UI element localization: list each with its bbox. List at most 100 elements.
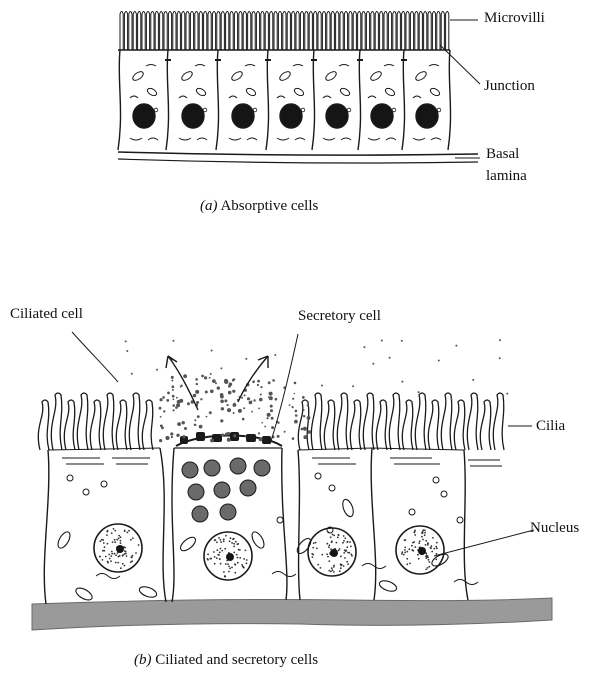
secretion-particle bbox=[220, 419, 223, 422]
er bbox=[323, 138, 351, 140]
secretion-particle bbox=[194, 424, 196, 426]
nucleolus bbox=[330, 549, 338, 557]
mitochondrion bbox=[131, 70, 145, 82]
mitochondrion bbox=[295, 536, 313, 556]
microvillus bbox=[265, 12, 268, 51]
mucus-particle bbox=[321, 385, 323, 387]
secretion-particle bbox=[200, 398, 202, 400]
secretion-particle bbox=[161, 427, 164, 430]
microvillus bbox=[270, 12, 273, 51]
secretion-particle bbox=[232, 379, 235, 382]
secretion-particle bbox=[179, 399, 183, 403]
absorptive-nucleus bbox=[371, 104, 393, 128]
chromatin bbox=[214, 556, 216, 558]
absorptive-nucleus bbox=[182, 104, 204, 128]
chromatin bbox=[218, 554, 220, 556]
microvilli-brush-border bbox=[118, 12, 450, 51]
chromatin bbox=[122, 555, 124, 557]
secretion-particle bbox=[272, 379, 275, 382]
caption-b: (b) Ciliated and secretory cells bbox=[134, 652, 318, 669]
label-cilia: Cilia bbox=[536, 418, 565, 435]
absorptive-nucleus bbox=[326, 104, 348, 128]
chromatin bbox=[111, 553, 113, 555]
secretion-particle bbox=[264, 426, 266, 428]
cilium bbox=[311, 393, 322, 450]
chromatin bbox=[108, 554, 110, 556]
secretion-particle bbox=[294, 382, 297, 385]
secretion-particle bbox=[243, 407, 245, 409]
chromatin bbox=[119, 555, 121, 557]
secretion-particle bbox=[221, 434, 224, 437]
chromatin bbox=[436, 553, 438, 555]
secretion-particle bbox=[171, 376, 174, 379]
chromatin bbox=[135, 552, 137, 554]
secretion-particle bbox=[308, 419, 310, 421]
er bbox=[384, 65, 394, 67]
microvillus bbox=[230, 12, 233, 51]
chromatin bbox=[224, 548, 226, 550]
microvillus bbox=[309, 12, 312, 51]
chromatin bbox=[421, 532, 423, 534]
secretion-particle bbox=[270, 409, 273, 412]
microvillus bbox=[371, 12, 374, 51]
caption-a-letter: (a) bbox=[200, 198, 218, 214]
secretion-particle bbox=[247, 397, 250, 400]
microvillus bbox=[226, 12, 229, 51]
caption-a: (a) Absorptive cells bbox=[200, 198, 318, 215]
secretion-particle bbox=[182, 421, 185, 424]
microvillus bbox=[243, 12, 246, 51]
microvillus bbox=[221, 12, 224, 51]
microvillus bbox=[300, 12, 303, 51]
microvillus bbox=[204, 12, 207, 51]
chromatin bbox=[427, 542, 429, 544]
secretion-particle bbox=[187, 402, 190, 405]
chromatin bbox=[225, 535, 227, 537]
secretion-particle bbox=[301, 428, 304, 431]
golgi bbox=[130, 96, 138, 98]
chromatin bbox=[114, 530, 116, 532]
secretion-particle bbox=[233, 434, 236, 437]
vesicle bbox=[457, 517, 463, 523]
chromatin bbox=[228, 571, 230, 573]
cilium bbox=[493, 393, 504, 450]
chromatin bbox=[233, 543, 235, 545]
secretion-particle bbox=[242, 418, 245, 421]
secretion-particle bbox=[170, 432, 173, 435]
microvillus bbox=[446, 12, 449, 51]
chromatin bbox=[207, 558, 209, 560]
chromatin bbox=[102, 539, 104, 541]
microvillus bbox=[173, 12, 176, 51]
mucus-particle bbox=[352, 385, 354, 387]
chromatin bbox=[344, 557, 346, 559]
mucus-particle bbox=[499, 357, 501, 359]
chromatin bbox=[433, 548, 435, 550]
secretory-granule bbox=[192, 506, 208, 522]
chromatin bbox=[429, 547, 431, 549]
chromatin bbox=[350, 554, 352, 556]
label-nucleus: Nucleus bbox=[530, 520, 579, 537]
cilium bbox=[51, 393, 62, 450]
secretion-particle bbox=[292, 437, 295, 440]
microvillus bbox=[419, 12, 422, 51]
chromatin bbox=[238, 549, 240, 551]
microvillus bbox=[142, 12, 145, 51]
microvillus bbox=[212, 12, 215, 51]
golgi bbox=[323, 96, 331, 98]
chromatin bbox=[425, 544, 427, 546]
chromatin bbox=[126, 555, 128, 557]
vesicle bbox=[101, 481, 107, 487]
microvillus bbox=[441, 12, 444, 51]
chromatin bbox=[336, 542, 338, 544]
secretion-particle bbox=[196, 401, 199, 404]
secretion-particle bbox=[245, 436, 247, 438]
mucus-particle bbox=[389, 357, 391, 359]
cilium bbox=[428, 400, 439, 450]
chromatin bbox=[229, 540, 231, 542]
chromatin bbox=[435, 546, 437, 548]
chromatin bbox=[102, 559, 104, 561]
label-junction: Junction bbox=[484, 78, 535, 95]
chromatin bbox=[345, 549, 347, 551]
mucus-particle bbox=[372, 363, 374, 365]
microvillus bbox=[283, 12, 286, 51]
chromatin bbox=[331, 567, 333, 569]
